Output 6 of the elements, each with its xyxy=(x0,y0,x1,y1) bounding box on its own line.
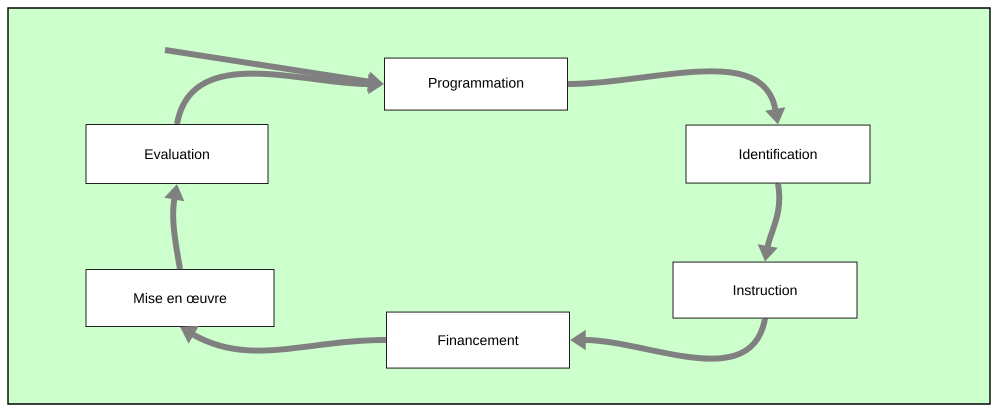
process-box: Programmation xyxy=(384,58,568,110)
process-box: Identification xyxy=(686,124,870,184)
process-box: Mise en œuvre xyxy=(86,269,274,327)
process-box: Financement xyxy=(386,312,570,368)
process-box: Evaluation xyxy=(86,124,268,184)
process-box: Instruction xyxy=(672,262,858,318)
